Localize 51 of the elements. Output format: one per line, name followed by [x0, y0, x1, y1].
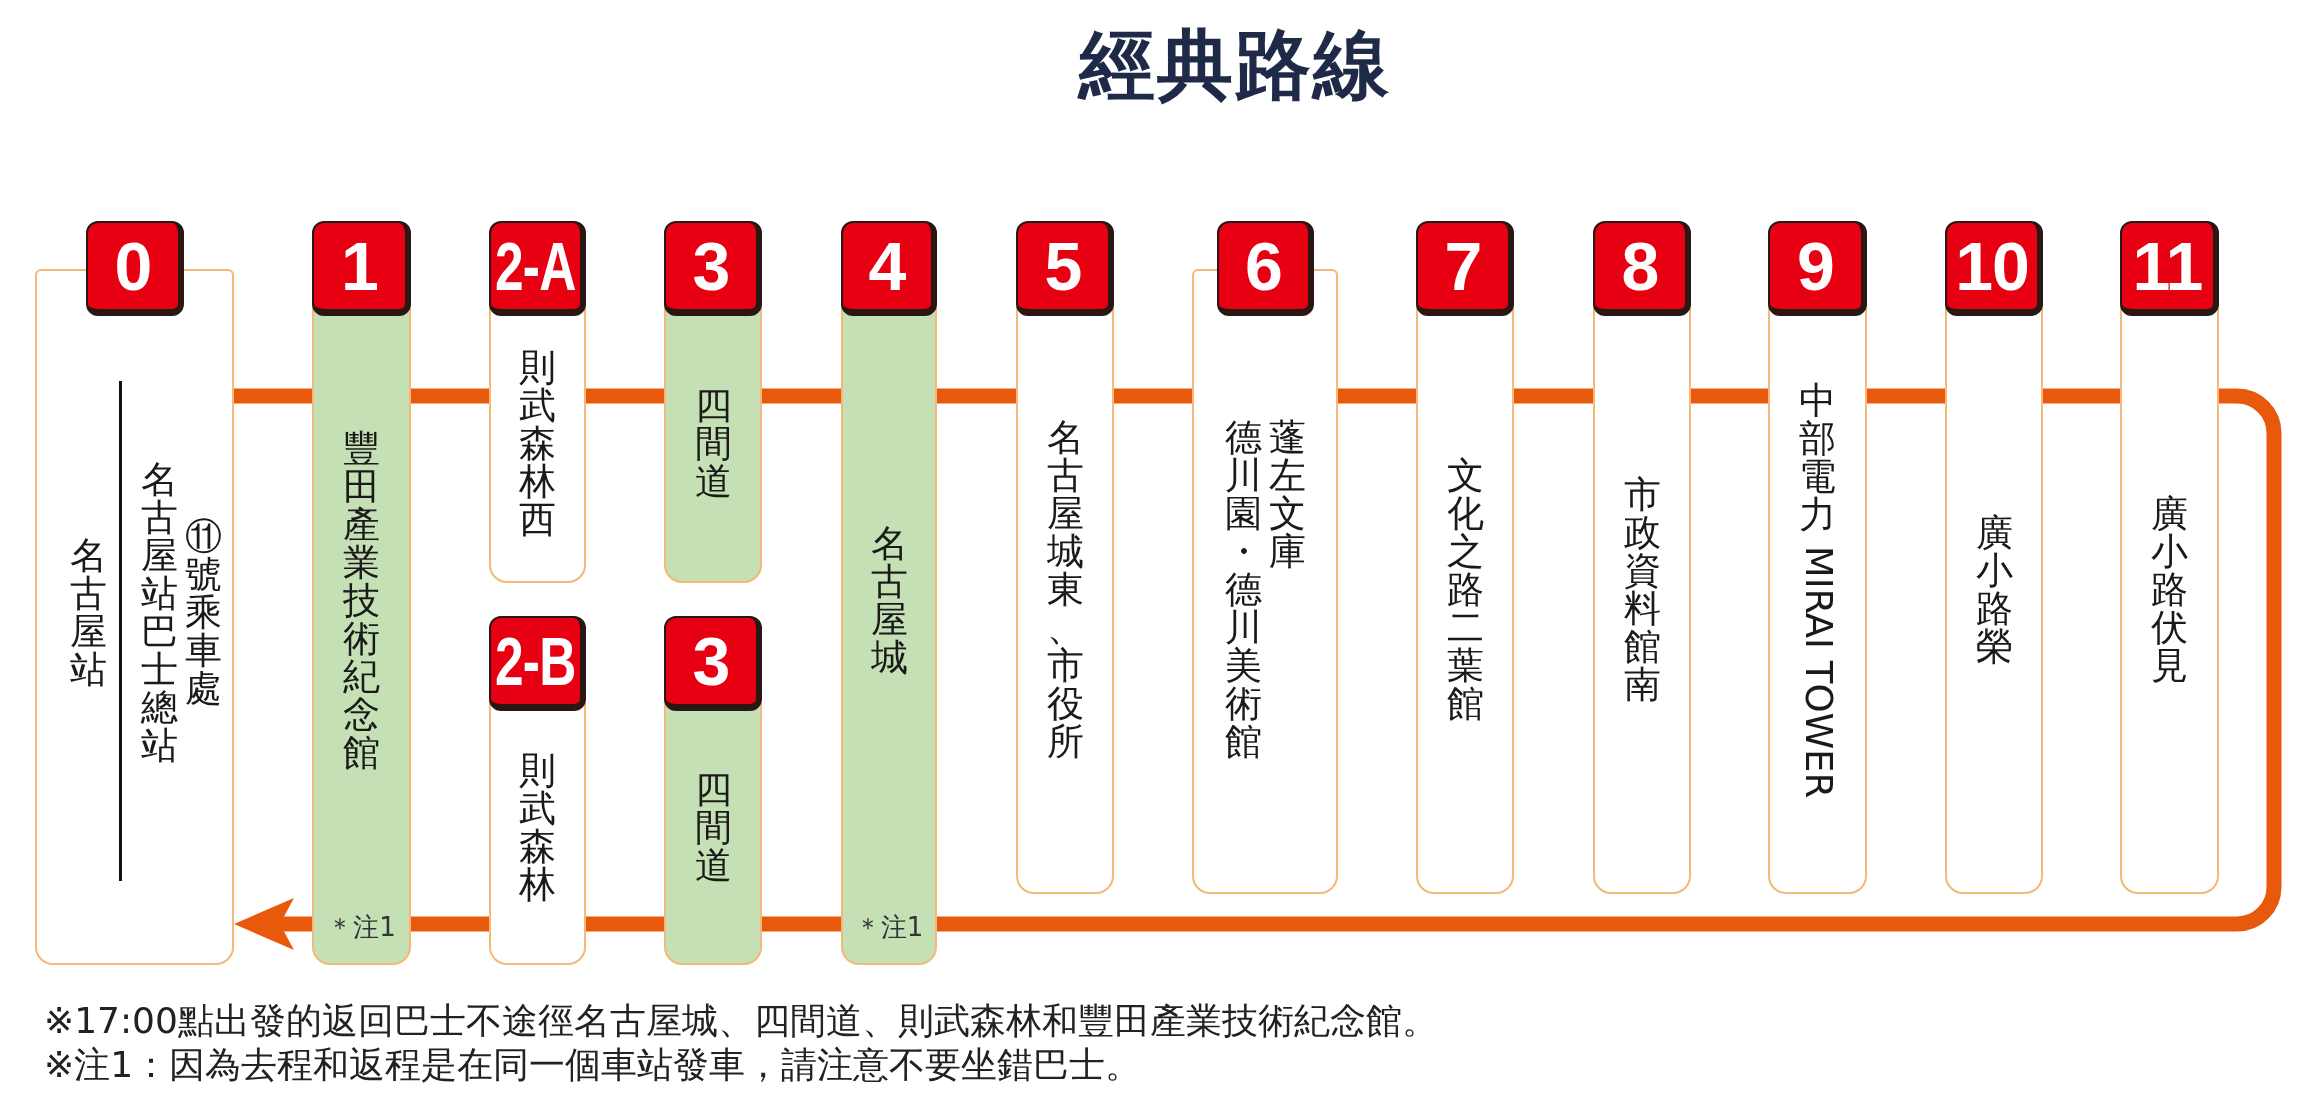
stop-name: 四間道 [693, 386, 733, 501]
footnote-mark: ＊注1 [854, 912, 924, 942]
stop-name: 蓬左文庫 [1267, 419, 1307, 571]
number-badge: 2-B [489, 616, 586, 711]
footnote: ※17:00點出發的返回巴士不途徑名古屋城、四間道、則武森林和豐田產業技術紀念館。 [44, 999, 1438, 1043]
arrow [234, 898, 312, 950]
stop-name: 名古屋站巴士總站 [139, 461, 179, 765]
number-badge: 3 [664, 616, 762, 711]
number-badge: 2-A [489, 221, 586, 316]
route-line [762, 916, 841, 932]
title: 經典路線 [1079, 19, 1391, 111]
stop-name: 名古屋城東、市役所 [1045, 419, 1085, 761]
route-line [1691, 388, 1768, 404]
number-badge: 9 [1768, 221, 1867, 316]
stop-name: 名古屋站 [68, 537, 108, 689]
stop-name: 市政資料館南 [1622, 476, 1662, 704]
stop-name: 四間道 [693, 771, 733, 885]
stop-name: 則武森林西 [518, 348, 557, 539]
number-badge: 10 [1945, 221, 2043, 316]
stop-name: 德川園・德川美術館 [1223, 419, 1263, 761]
number-badge: 4 [841, 221, 937, 316]
route-line [2043, 388, 2120, 404]
stop-name: 文化之路二葉館 [1445, 457, 1485, 723]
number-badge: 0 [86, 221, 184, 316]
route-line [586, 916, 664, 932]
stop-name: 中部電力 MIRAI TOWER [1795, 382, 1840, 798]
route-line [234, 388, 312, 404]
stop-name: 廣小路榮 [1974, 514, 2014, 666]
footnote-mark: ＊注1 [327, 912, 396, 942]
number-badge: 5 [1016, 221, 1114, 316]
route-line [586, 388, 664, 404]
route-line [1114, 388, 1192, 404]
route-line [1867, 388, 1945, 404]
route-line [937, 388, 1016, 404]
stop-name: ⑪號乘車處 [183, 518, 223, 708]
number-badge: 11 [2120, 221, 2219, 316]
route-line [762, 388, 841, 404]
number-badge: 7 [1416, 221, 1514, 316]
number-badge: 6 [1217, 221, 1314, 316]
footnote: ※注1：因為去程和返程是在同一個車站發車，請注意不要坐錯巴士。 [44, 1043, 1142, 1087]
number-badge: 8 [1593, 221, 1691, 316]
stop-name: 廣小路伏見 [2150, 495, 2189, 685]
stop-name: 名古屋城 [869, 524, 909, 677]
stop-name: 則武森林 [518, 752, 557, 904]
route-line [1338, 388, 1416, 404]
route-line [411, 916, 489, 932]
route-line [1514, 388, 1593, 404]
number-badge: 3 [664, 221, 762, 316]
stop-name: 豐田產業技術紀念館 [342, 429, 381, 772]
route-line [411, 388, 489, 404]
number-badge: 1 [312, 221, 411, 316]
